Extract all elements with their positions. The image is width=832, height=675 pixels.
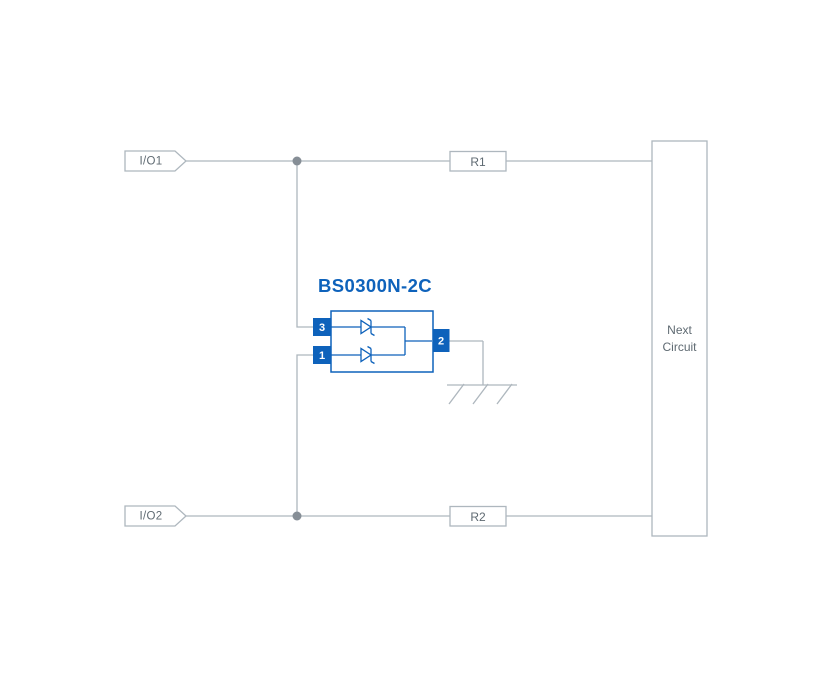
diode-top-zener-hooks: [367, 317, 375, 337]
io1-terminal: I/O1: [124, 150, 187, 172]
component-label: BS0300N-2C: [318, 275, 432, 296]
resistor-r2: R2: [449, 505, 507, 527]
io1-label: I/O1: [140, 156, 163, 168]
esd-component: BS0300N-2C 3: [313, 275, 450, 373]
internal-diode-network: [331, 317, 432, 365]
r1-label: R1: [470, 155, 486, 169]
ground-hatch: [472, 383, 489, 405]
component-pins: 3 1 2: [313, 318, 450, 364]
wire-rails: [186, 160, 652, 517]
pin-3-pad: [313, 318, 331, 336]
pin-2-label: 2: [438, 335, 444, 347]
pin-1-pad: [313, 346, 331, 364]
top-branch-wire: [296, 161, 313, 328]
r2-label: R2: [470, 510, 486, 524]
ground-connection: [447, 340, 517, 405]
resistor-r1: R1: [449, 150, 507, 172]
bottom-branch-wire: [296, 354, 313, 516]
io2-terminal: I/O2: [124, 505, 187, 527]
io2-tag-shape: [124, 505, 187, 527]
next-circuit-block: Next Circuit: [651, 140, 708, 537]
next-circuit-label-line2: Circuit: [662, 340, 697, 354]
r2-box: [449, 505, 507, 527]
ground-hatch: [496, 383, 513, 405]
next-circuit-box: [651, 140, 708, 537]
earth-ground-icon: [447, 383, 517, 405]
junction-dot-top: [292, 156, 302, 166]
next-circuit-label-line1: Next: [667, 323, 692, 337]
diode-bottom-zener-hooks: [367, 345, 375, 365]
pin-2-pad: [432, 329, 450, 352]
r1-box: [449, 150, 507, 172]
pin-1-label: 1: [319, 350, 325, 362]
pin-3-label: 3: [319, 322, 325, 334]
diode-bottom-anode: [360, 347, 373, 363]
io1-tag-shape: [124, 150, 187, 172]
ground-hatch: [448, 383, 465, 405]
junction-dot-bottom: [292, 511, 302, 521]
io2-label: I/O2: [140, 511, 163, 523]
diode-top-anode: [360, 319, 373, 335]
